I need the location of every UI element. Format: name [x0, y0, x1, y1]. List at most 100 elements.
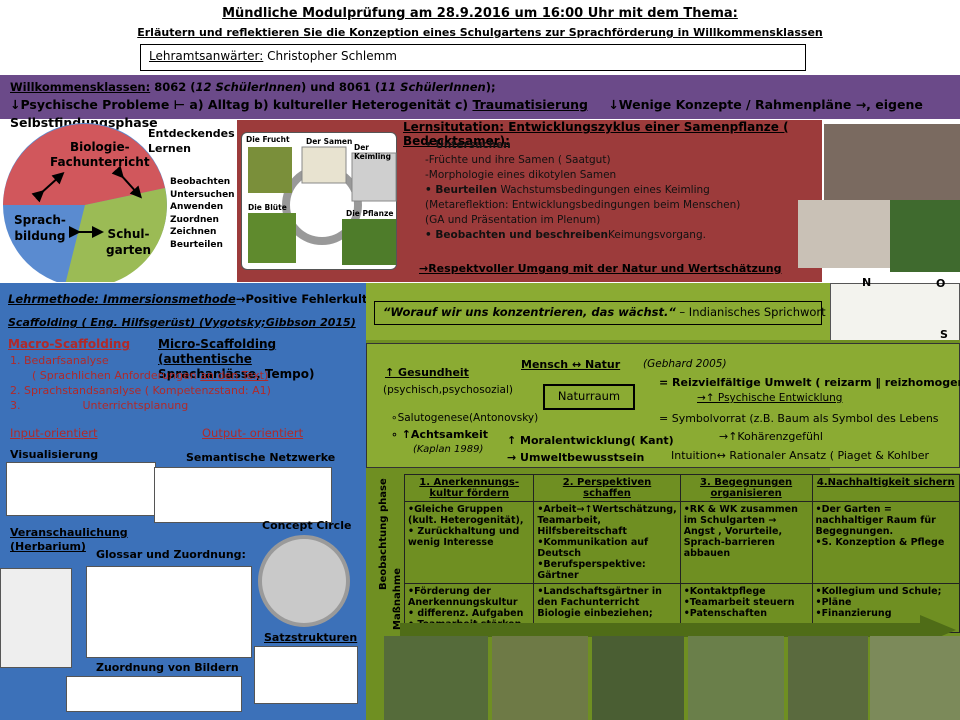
classes-label: Willkommensklassen:: [10, 80, 151, 94]
garden-photo-3: [592, 636, 684, 720]
table-cell: •Gleiche Gruppen (kult. Heterogenität),•…: [403, 501, 535, 584]
step-3: 3.: [10, 399, 21, 412]
trauma-text: Traumatisierung: [472, 97, 588, 112]
method-label: Lehrmethode: Immersionsmethode: [8, 292, 236, 306]
classroom-photo-1: [824, 124, 960, 200]
table-header: 1. Anerkennungs-kultur fördern: [403, 474, 535, 502]
c-moral: ↑ Moralentwicklung( Kant): [507, 434, 674, 447]
pie-schul-1: Schul-: [107, 227, 150, 241]
macro-scaffolding: Macro-Scaffolding: [8, 337, 131, 351]
pie-bio-2: Fachunterricht: [50, 155, 150, 169]
table-cell-line: •Berufsperspektive: Gärtner: [537, 559, 646, 581]
scaffolding-title: Scaffolding ( Eng. Hilfsgerüst) (Vygotsk…: [8, 316, 356, 329]
macro-steps: 1. Bedarfsanalyse ( Sprachlichen Anforde…: [10, 353, 271, 413]
garden-photo-6: [870, 636, 960, 720]
table-header: 3. Begegnungen organisieren: [679, 474, 813, 502]
ls-footer: →Respektvoller Umgang mit der Natur und …: [419, 262, 782, 275]
compass-o: O: [936, 277, 946, 290]
c-symbol: = Symbolvorrat (z.B. Baum als Symbol des…: [659, 412, 939, 425]
output-oriented: Output- orientiert: [202, 426, 304, 440]
pie-bio-1: Biologie-: [69, 140, 130, 154]
c-intuition: Intuition↔ Rationaler Ansatz ( Piaget & …: [671, 449, 929, 462]
class-count-2: 11 SchülerInnen: [380, 80, 486, 94]
pie-sprach-1: Sprach-: [14, 213, 66, 227]
subject-pie: [3, 123, 167, 288]
timeline-arrow: [400, 615, 956, 645]
plant-photo: [890, 200, 960, 272]
plant-cycle-card: Die Frucht Der Samen Der Keimling Die Bl…: [241, 132, 397, 270]
ls-line6: Keimungsvorgang.: [608, 229, 706, 241]
visualisierung-image: [6, 462, 156, 516]
glossar-image: [86, 566, 252, 658]
visualisierung-label: Visualisierung: [10, 448, 99, 461]
micro-1: Micro-Scaffolding (authentische: [158, 337, 277, 366]
lernsituation-title: Lernsitutation: Entwicklungszyklus einer…: [403, 120, 789, 148]
table-cell-line: •Gleiche Gruppen (kult. Heterogenität),: [408, 504, 524, 526]
classes-text1: 8062 (: [154, 80, 196, 94]
table-cell: •Arbeit→↑Wertschätzung, Teamarbeit, Hilf…: [533, 501, 681, 584]
zuord-label: Zuordnung von Bildern: [96, 661, 239, 674]
c-gesundheit: ↑ Gesundheit: [385, 366, 469, 379]
table-cell-line: •Teamarbeit steuern: [683, 597, 795, 608]
candidate-name: Christopher Schlemm: [267, 49, 397, 63]
c-psyentw: →↑ Psychische Entwicklung: [697, 392, 843, 404]
garden-photo-2: [492, 636, 588, 720]
table-cell-line: • Zurückhaltung und wenig Interesse: [408, 526, 520, 548]
table-cell-line: •Finanzierung: [815, 608, 892, 619]
micro-2: Sprachanlässe, Tempo): [158, 367, 315, 381]
step-1: 1. Bedarfsanalyse: [10, 354, 109, 367]
pie-label-sprach: Sprach-bildung: [14, 212, 66, 244]
semnet-label: Semantische Netzwerke: [186, 451, 336, 464]
classes-text3: );: [485, 80, 496, 94]
table-cell-line: •S. Konzeption & Pflege: [815, 537, 945, 548]
garden-photo-5: [788, 636, 868, 720]
table-cell-line: •Arbeit→↑Wertschätzung, Teamarbeit, Hilf…: [537, 504, 677, 537]
cycle-keimling: Der Keimling: [354, 143, 392, 161]
classes-banner: Willkommensklassen: 8062 (12 SchülerInne…: [0, 75, 960, 130]
step-1b: ( Sprachlichen Anforderungen: [32, 369, 197, 382]
ls-line3: Wachstumsbedingungen eines Keimling: [500, 184, 710, 196]
table-row: •Gleiche Gruppen (kult. Heterogenität),•…: [403, 501, 960, 584]
verb-item: Beurteilen: [170, 239, 223, 250]
table-cell-line: •Landschaftsgärtner in den Fachunterrich…: [537, 586, 662, 619]
table-cell-line: •Förderung der Anerkennungskultur: [408, 586, 518, 608]
table-cell-line: •Pläne: [815, 597, 852, 608]
verb-item: Zuordnen: [170, 214, 219, 225]
ls-line1: -Früchte und ihre Samen ( Saatgut): [425, 154, 611, 166]
garden-photo-4: [688, 636, 784, 720]
pie-label-bio: Biologie-Fachunterricht: [50, 140, 150, 170]
quote-source: – Indianisches Sprichwort: [679, 305, 826, 319]
page-title: Mündliche Modulprüfung am 28.9.2016 um 1…: [222, 6, 738, 21]
quote-text: “Worauf wir uns konzentrieren, das wächs…: [383, 305, 676, 319]
ls-line2: -Morphologie eines dikotylen Samen: [425, 169, 617, 181]
problems-text: ↓Psychische Probleme ⊢ a) Alltag b) kult…: [10, 97, 469, 112]
c-kaplan: (Kaplan 1989): [413, 444, 484, 455]
semnet-image: [154, 467, 332, 523]
c-umwelt: → Umweltbewusstsein: [507, 451, 645, 464]
input-oriented: Input-orientiert: [10, 426, 98, 440]
pie-label-schul: Schul-garten: [106, 226, 151, 258]
classes-text2: ) und 8061 (: [301, 80, 381, 94]
candidate-box: Lehramtsanwärter: Christopher Schlemm: [140, 44, 806, 71]
cycle-diagram: [248, 146, 397, 265]
side-phase: phase: [378, 478, 389, 512]
concept-circle-image: [258, 535, 350, 627]
side-beob: Beobachtung: [378, 515, 389, 590]
cycle-pflanze: Die Pflanze: [346, 209, 394, 218]
table-cell-line: • differenz. Aufgaben: [408, 608, 524, 619]
lernsituation-panel: Die Frucht Der Samen Der Keimling Die Bl…: [237, 120, 822, 282]
zuord-image: [66, 676, 242, 712]
table-cell: •Der Garten = nachhaltiger Raum für Bege…: [811, 501, 960, 584]
c-gebhard: (Gebhard 2005): [643, 358, 727, 370]
compass-s: S: [940, 328, 948, 341]
ls-untersuchen: Untersuchen: [435, 139, 511, 151]
concept-circle-label: Concept Circle: [262, 519, 352, 532]
verb-item: Anwenden: [170, 202, 224, 212]
quote-panel: “Worauf wir uns konzentrieren, das wächs…: [366, 283, 830, 343]
ls-beurteilen: Beurteilen: [435, 184, 498, 196]
lernsituation-text: • Untersuchen -Früchte und ihre Samen ( …: [425, 138, 817, 243]
pie-section: Biologie-Fachunterricht Sprach-bildung S…: [0, 120, 237, 288]
table-header: 2. Perspektiven schaffen: [533, 474, 681, 502]
